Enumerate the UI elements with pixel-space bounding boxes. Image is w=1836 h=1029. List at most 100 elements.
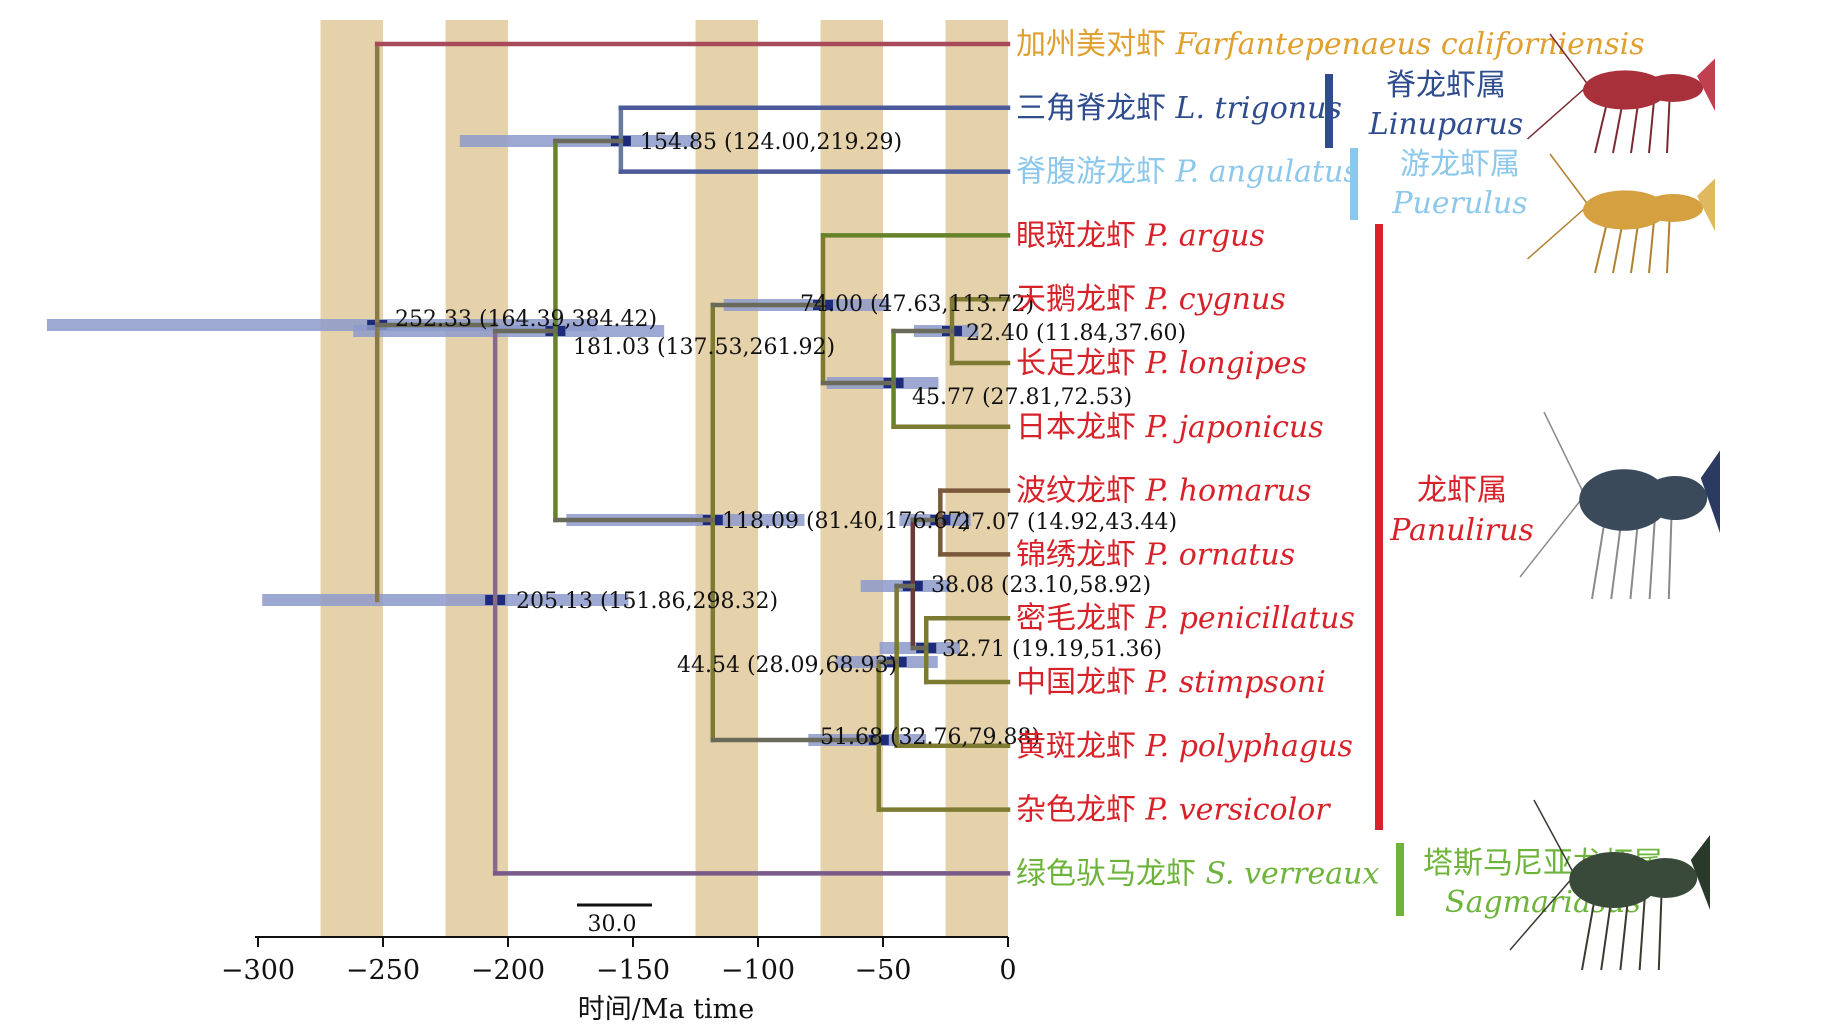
taxon-sp-6: P. japonicus [1145,410,1324,445]
time-band-3 [820,20,883,937]
taxon-sp-2: P. angulatus [1175,155,1359,190]
lobster-puerulus [1527,153,1715,274]
taxon-label-7: 波纹龙虾 P. homarus [1016,474,1312,509]
taxon-cn-7: 波纹龙虾 [1016,474,1146,509]
lobster-puerulus-body [1583,190,1667,230]
lobster-linuparus-abdomen [1643,74,1703,102]
taxon-label-10: 中国龙虾 P. stimpsoni [1016,665,1326,700]
genus-la-1: Puerulus [1391,186,1527,221]
genus-bar-2 [1375,224,1383,830]
genus-la-2: Panulirus [1389,513,1534,548]
lobster-puerulus-abdomen [1643,194,1703,222]
taxon-label-1: 三角脊龙虾 L. trigonus [1016,91,1342,126]
taxon-cn-4: 天鹅龙虾 [1016,282,1146,317]
taxon-cn-11: 黄斑龙虾 [1016,729,1146,764]
node-label-12: 22.40 (11.84,37.60) [966,321,1186,346]
node-label-1: 205.13 (151.86,298.32) [516,589,778,614]
lobster-sagmariasus-antenna-a [1509,875,1575,951]
lobster-panulirus-abdomen [1643,476,1708,520]
lobster-puerulus-antenna-a [1527,205,1588,260]
taxon-label-3: 眼斑龙虾 P. argus [1016,218,1265,253]
taxon-label-5: 长足龙虾 P. longipes [1016,346,1307,381]
lobster-panulirus-antenna-a [1519,495,1585,578]
scale-bar-label: 30.0 [588,912,637,937]
tree-branches [374,41,1011,876]
genus-cn-0: 脊龙虾属 [1386,68,1506,103]
taxon-cn-9: 密毛龙虾 [1016,601,1146,636]
taxon-sp-8: P. ornatus [1145,537,1296,572]
axis-tick-label-2: −200 [471,955,545,986]
taxon-sp-9: P. penicillatus [1145,601,1355,636]
taxon-label-2: 脊腹游龙虾 P. angulatus [1016,155,1359,190]
taxon-cn-3: 眼斑龙虾 [1016,218,1146,253]
taxon-cn-5: 长足龙虾 [1016,346,1146,381]
lobster-linuparus-tail [1697,58,1715,111]
taxon-sp-0: Farfantepenaeus californiensis [1175,27,1645,62]
taxon-cn-6: 日本龙虾 [1016,410,1146,445]
genus-bar-3 [1396,843,1404,916]
genus-bar-0 [1325,74,1333,148]
axis-tick-label-6: 0 [999,955,1016,986]
taxon-cn-10: 中国龙虾 [1016,665,1146,700]
taxon-sp-3: P. argus [1145,218,1265,253]
axis-tick-label-3: −150 [596,955,670,986]
taxon-labels: 加州美对虾 Farfantepenaeus californiensis 三角脊龙… [1016,27,1645,891]
lobster-panulirus-antenna-b [1543,411,1585,495]
node-age-labels: 252.33 (164.39,384.42) 205.13 (151.86,298… [395,130,1186,750]
axis-tick-label-4: −100 [721,955,795,986]
taxon-sp-12: P. versicolor [1145,793,1332,828]
time-band-1 [445,20,508,937]
taxon-sp-1: L. trigonus [1175,91,1342,126]
taxon-cn-12: 杂色龙虾 [1016,793,1146,828]
taxon-label-11: 黄斑龙虾 P. polyphagus [1016,729,1353,764]
taxon-label-6: 日本龙虾 P. japonicus [1016,410,1324,445]
lobster-linuparus-body [1583,70,1667,110]
taxon-cn-8: 锦绣龙虾 [1016,537,1146,572]
node-label-10: 32.71 (19.19,51.36) [942,637,1162,662]
node-label-11: 27.07 (14.92,43.44) [957,510,1177,535]
time-band-4 [945,20,1008,937]
lobster-sagmariasus-tail [1690,835,1710,910]
lobster-photos [1509,33,1720,971]
taxon-label-0: 加州美对虾 Farfantepenaeus californiensis [1016,27,1645,62]
node-label-2: 181.03 (137.53,261.92) [573,335,835,360]
genus-cn-1: 游龙虾属 [1400,147,1520,182]
taxon-label-12: 杂色龙虾 P. versicolor [1016,793,1331,828]
lobster-linuparus [1527,33,1715,154]
node-label-6: 51.68 (32.76,79.88) [820,725,1040,750]
node-label-4: 118.09 (81.40,176.67) [722,509,970,534]
taxon-label-8: 锦绣龙虾 P. ornatus [1016,537,1295,572]
lobster-panulirus-tail [1700,450,1720,533]
genus-bar-1 [1350,148,1358,220]
lobster-sagmariasus-abdomen [1633,858,1698,898]
scale-bar: 30.0 [577,903,652,937]
taxon-cn-1: 三角脊龙虾 [1016,91,1176,126]
time-band-0 [320,20,383,937]
node-label-3: 154.85 (124.00,219.29) [640,130,902,155]
node-label-7: 45.77 (27.81,72.53) [912,385,1132,410]
axis-tick-label-1: −250 [346,955,420,986]
time-bands [320,20,1008,937]
lobster-sagmariasus-antenna-b [1533,799,1575,875]
node-label-0: 252.33 (164.39,384.42) [395,307,657,332]
time-band-2 [695,20,758,937]
axis-tick-label-0: −300 [221,955,295,986]
taxon-sp-5: P. longipes [1145,346,1307,381]
taxon-label-9: 密毛龙虾 P. penicillatus [1016,601,1355,636]
taxon-cn-13: 绿色驮马龙虾 [1016,856,1206,891]
axis-title: 时间/Ma time [578,994,755,1025]
taxon-sp-10: P. stimpsoni [1145,665,1326,700]
taxon-sp-4: P. cygnus [1145,282,1286,317]
lobster-puerulus-tail [1697,178,1715,231]
node-label-9: 38.08 (23.10,58.92) [931,573,1151,598]
lobster-linuparus-antenna-b [1549,33,1589,85]
lobster-linuparus-antenna-a [1527,85,1588,140]
lobster-sagmariasus-body [1569,852,1659,908]
taxon-sp-13: S. verreaux [1206,856,1380,891]
node-label-8: 44.54 (28.09,68.93) [677,653,897,678]
taxon-label-4: 天鹅龙虾 P. cygnus [1016,282,1286,317]
taxon-cn-2: 脊腹游龙虾 [1016,155,1176,190]
